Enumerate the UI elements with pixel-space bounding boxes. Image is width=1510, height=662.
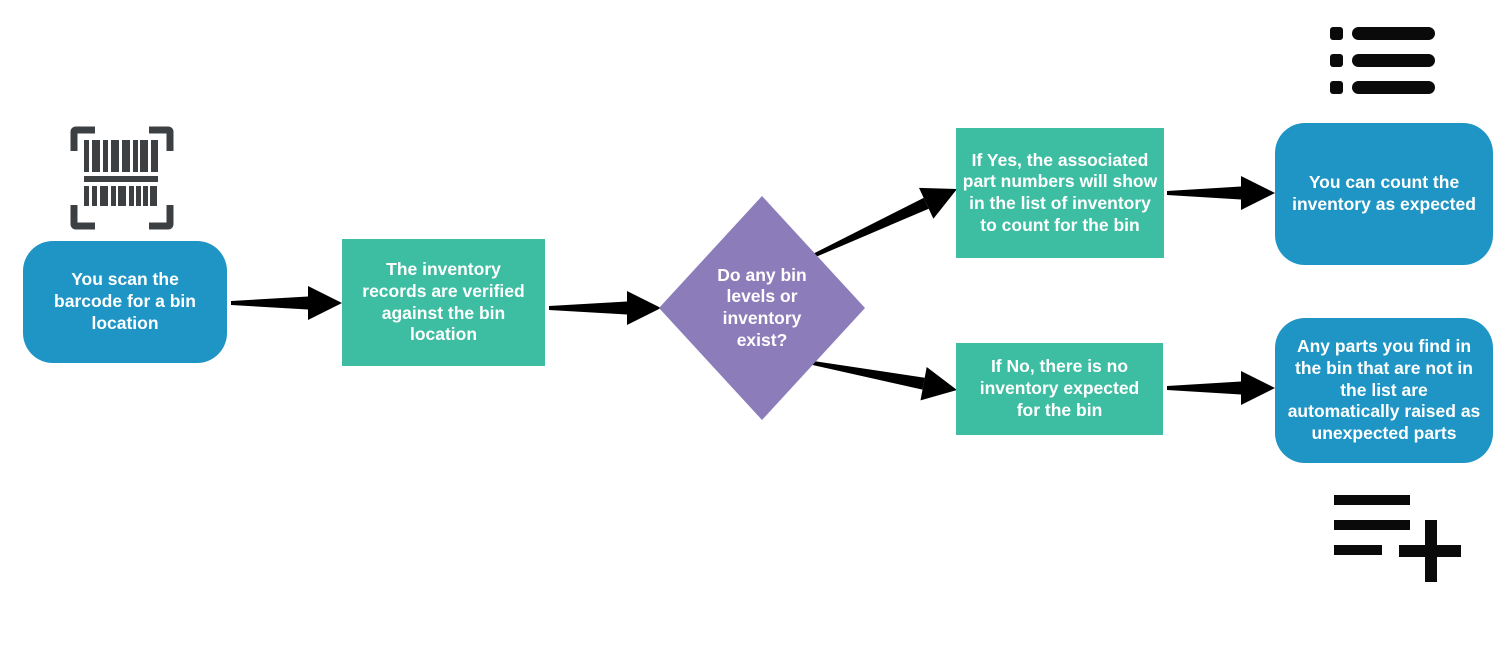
node-no-outcome: If No, there is no inventory expected fo… [956,343,1163,435]
barcode-icon [70,126,174,230]
bulleted-list-icon [1330,27,1435,94]
node-unexpected-parts: Any parts you find in the bin that are n… [1275,318,1493,463]
arrow-no-to-unexpected [1167,371,1275,405]
arrow-decision-to-no [812,361,957,401]
node-yes-outcome: If Yes, the associated part numbers will… [956,128,1164,258]
node-scan-barcode: You scan the barcode for a bin location [23,241,227,363]
node-no-outcome-label: If No, there is no inventory expected fo… [979,356,1140,420]
node-yes-outcome-label: If Yes, the associated part numbers will… [962,149,1158,235]
node-count-expected-label: You can count the inventory as expected [1292,172,1476,214]
node-scan-barcode-label: You scan the barcode for a bin location [54,269,196,333]
node-decision-bin-levels-label: Do any bin levels or inventory exist? [717,264,807,350]
arrow-verify-to-decision [549,291,661,325]
node-count-expected: You can count the inventory as expected [1275,123,1493,265]
add-to-list-icon [1334,495,1461,582]
node-unexpected-parts-label: Any parts you find in the bin that are n… [1287,336,1481,444]
node-verify-records: The inventory records are verified again… [342,239,545,366]
node-verify-records-label: The inventory records are verified again… [362,259,525,345]
arrow-yes-to-count [1167,176,1275,210]
arrow-scan-to-verify [231,286,342,320]
arrow-decision-to-yes [812,187,957,258]
